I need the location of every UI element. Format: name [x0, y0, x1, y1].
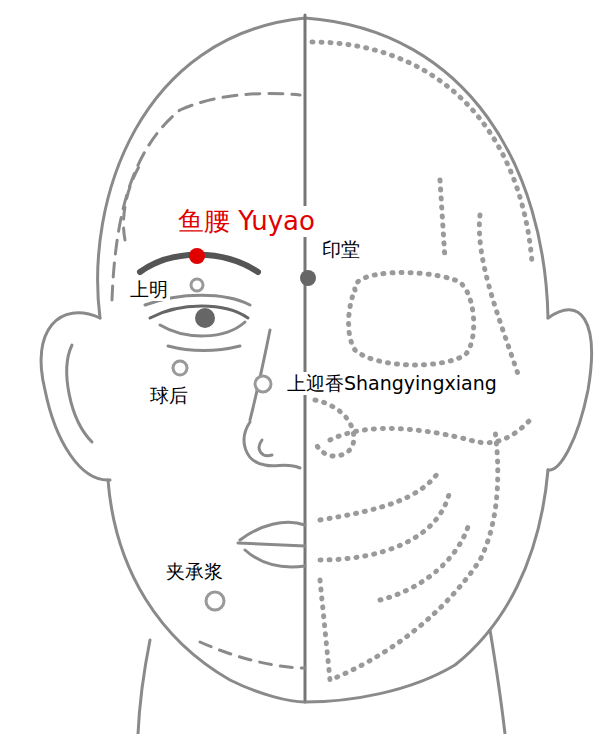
mandible-inner — [380, 520, 470, 600]
skull-dotted — [312, 42, 532, 262]
nose — [244, 422, 300, 468]
acupoint-ring — [255, 376, 271, 392]
point-label: 上迎香Shangyingxiang — [285, 372, 499, 395]
teeth-row — [320, 470, 440, 520]
iris — [195, 308, 215, 328]
point-label: 球后 — [148, 384, 190, 407]
neck-line — [138, 640, 150, 734]
lower-lip — [245, 550, 305, 567]
jaw-line — [108, 480, 305, 702]
mandible — [320, 430, 498, 680]
acupoint-ring — [191, 279, 203, 291]
zygoma — [479, 215, 520, 380]
nasal-cavity — [315, 400, 354, 456]
acupoint-ring — [206, 592, 224, 610]
jaw-line — [305, 470, 548, 702]
teeth-row — [320, 490, 450, 560]
ear — [548, 310, 592, 470]
nose-bridge — [250, 330, 270, 420]
upper-lip — [240, 522, 305, 540]
orbit — [349, 273, 474, 365]
maxilla — [330, 420, 530, 443]
acupoint-ring — [173, 361, 187, 375]
acupoints — [173, 248, 316, 610]
hairline — [112, 94, 300, 300]
ear — [41, 313, 110, 480]
point-label: 印堂 — [320, 238, 362, 261]
nostril — [259, 440, 272, 456]
midline — [304, 15, 307, 700]
point-label: 鱼腰 Yuyao — [176, 206, 317, 237]
acupoint-dot — [189, 248, 205, 264]
temple-line — [123, 165, 140, 240]
skull-dots — [312, 42, 532, 680]
chin-line — [200, 642, 305, 668]
under-eye — [168, 346, 240, 351]
acupoint-dot — [300, 270, 316, 286]
skull-line — [98, 18, 548, 318]
point-label: 上明 — [128, 278, 170, 301]
face-features — [112, 94, 305, 668]
head-outline — [41, 15, 591, 734]
ear-fold — [67, 345, 92, 442]
neck-line — [490, 630, 505, 734]
lip-line — [238, 543, 305, 546]
temple-dotted — [440, 180, 445, 260]
point-label: 夹承浆 — [164, 560, 225, 583]
